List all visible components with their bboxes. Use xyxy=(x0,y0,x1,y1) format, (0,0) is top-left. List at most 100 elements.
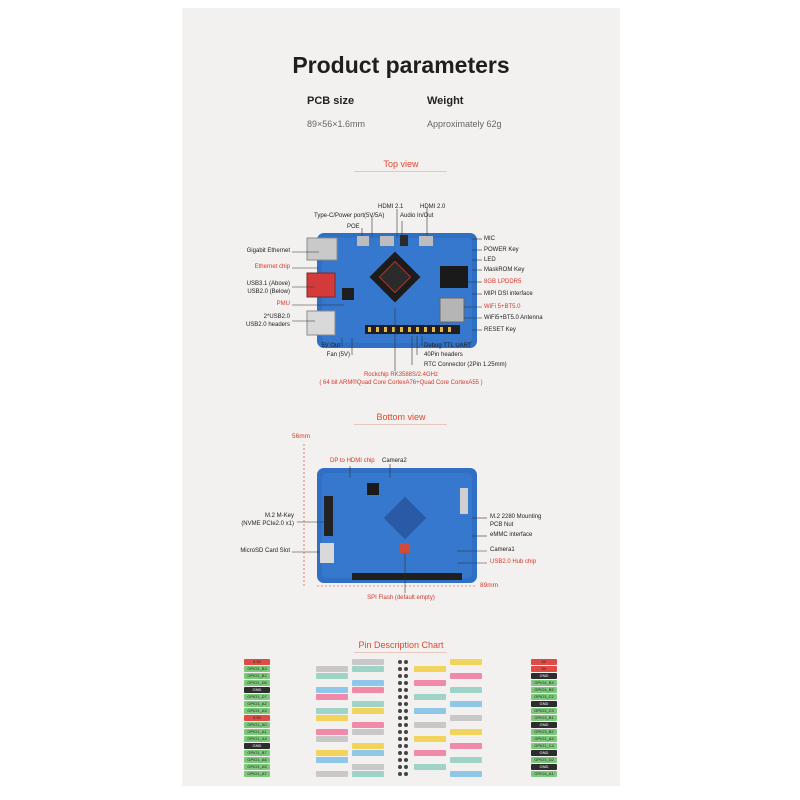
pin-function-box xyxy=(316,708,348,714)
ethernet-port xyxy=(306,237,338,261)
pin-right-label: GPIO3_C3 xyxy=(531,708,557,714)
pin-dot xyxy=(398,681,402,685)
label-emmc: eMMC interface xyxy=(490,532,533,538)
pin-right-label: GPIO1_A4 xyxy=(531,736,557,742)
spec-value-weight: Approximately 62g xyxy=(427,119,502,129)
pin-dot xyxy=(404,744,408,748)
label-typec: Type-C/Power port(5V/5A) xyxy=(314,213,385,219)
pin-function-box xyxy=(414,694,446,700)
pin-chart-underline xyxy=(354,652,447,653)
pin-function-box xyxy=(414,680,446,686)
label-usb-hub: USB2.0 Hub chip xyxy=(490,559,537,565)
pin-dot xyxy=(398,674,402,678)
pin-dot xyxy=(404,723,408,727)
pin-dot xyxy=(404,674,408,678)
pin-function-box xyxy=(352,666,384,672)
pin-function-box xyxy=(316,694,348,700)
pin-right-label: 5V xyxy=(531,666,557,672)
pin-dot xyxy=(404,667,408,671)
pin-dot xyxy=(404,730,408,734)
pin-right-label: GPIO3_B2 xyxy=(531,729,557,735)
pin-function-box xyxy=(450,701,482,707)
lpddr5-chip xyxy=(440,266,468,288)
pin-function-box xyxy=(414,666,446,672)
pin-dot xyxy=(398,772,402,776)
pin-function-box xyxy=(352,771,384,777)
pin-function-box xyxy=(414,764,446,770)
label-audio: Audio In/Out xyxy=(400,213,434,219)
top-view-underline xyxy=(354,171,447,172)
pin-function-box xyxy=(450,743,482,749)
bottom-view-heading: Bottom view xyxy=(376,412,426,422)
pin-function-box xyxy=(450,757,482,763)
pin-dot xyxy=(404,772,408,776)
label-power-key: POWER Key xyxy=(484,247,519,253)
pin-right-label: GPIO4_B4 xyxy=(531,680,557,686)
pin-dot xyxy=(404,709,408,713)
label-spi-flash: SPI Flash (default empty) xyxy=(367,595,435,601)
label-m2-mkey: M.2 M-Key xyxy=(264,513,294,519)
pin-left-label: GPIO1_A4 xyxy=(244,736,270,742)
pin-left-label: 3.3V xyxy=(244,659,270,665)
top-view-heading: Top view xyxy=(383,159,419,169)
label-hdmi21: HDMI 2.1 xyxy=(378,204,404,210)
pin-dot xyxy=(398,758,402,762)
audio-jack xyxy=(400,235,408,246)
pin-function-box xyxy=(316,687,348,693)
label-microsd: MicroSD Card Slot xyxy=(240,548,290,554)
pin-function-box xyxy=(352,701,384,707)
label-led: LED xyxy=(484,257,496,263)
pin-dot xyxy=(404,765,408,769)
label-nvme: (NVME PCIe2.0 x1) xyxy=(241,521,294,527)
pin-left-label: GND xyxy=(244,743,270,749)
pin-dot xyxy=(398,695,402,699)
pin-right-label: GND xyxy=(531,750,557,756)
microsd-slot xyxy=(320,543,334,563)
pin-dot xyxy=(398,765,402,769)
label-maskrom-key: MaskROM Key xyxy=(484,267,525,273)
pin-function-box xyxy=(450,659,482,665)
label-camera1: Camera1 xyxy=(490,547,515,553)
typec-port xyxy=(357,236,369,246)
pin-function-box xyxy=(352,764,384,770)
dim-width: 56mm xyxy=(292,433,311,440)
label-40pin: 40Pin headers xyxy=(424,352,463,358)
pin-left-label: 3.3V xyxy=(244,715,270,721)
label-mic: MIC xyxy=(484,236,495,242)
pin-dot xyxy=(398,660,402,664)
pin-right-label: GPIO3_C2 xyxy=(531,694,557,700)
pin-function-box xyxy=(316,757,348,763)
gpio-header xyxy=(365,325,460,334)
board-diagrams xyxy=(292,208,487,593)
pin-dot xyxy=(404,695,408,699)
pin-function-box xyxy=(316,666,348,672)
spec-label-pcb-size: PCB size xyxy=(307,95,355,107)
label-debug-uart: Debug TTL UART xyxy=(424,343,472,349)
pin-function-box xyxy=(352,729,384,735)
usb3-port xyxy=(306,272,336,298)
label-poe: POE xyxy=(347,224,360,230)
label-rtc: RTC Connector (2Pin 1.25mm) xyxy=(424,362,507,368)
label-lpddr5: 8GB LPDDR5 xyxy=(484,279,522,285)
spec-label-weight: Weight xyxy=(427,95,464,107)
pin-right-label: GPIO3_B1 xyxy=(531,715,557,721)
pin-right-label: GND xyxy=(531,722,557,728)
pin-function-box xyxy=(414,750,446,756)
pin-dot xyxy=(398,716,402,720)
pin-function-box xyxy=(316,736,348,742)
label-usb20-headers: USB2.0 headers xyxy=(245,322,290,328)
pin-dot xyxy=(404,681,408,685)
label-fan: Fan (5V) xyxy=(326,352,350,358)
wifi-module xyxy=(439,297,465,323)
label-pcb-nut: PCB Nut xyxy=(490,522,514,528)
hdmi20-port xyxy=(419,236,433,246)
label-usb31: USB3.1 (Above) xyxy=(246,281,290,287)
spec-value-pcb-size: 89×56×1.6mm xyxy=(307,119,366,129)
pin-function-box xyxy=(352,750,384,756)
pin-dot xyxy=(404,702,408,706)
pin-right-label: GND xyxy=(531,764,557,770)
label-dp-hdmi: DP to HDMI chip xyxy=(330,458,375,464)
pin-left-label: GPIO1_B3 xyxy=(244,666,270,672)
pin-function-box xyxy=(352,708,384,714)
